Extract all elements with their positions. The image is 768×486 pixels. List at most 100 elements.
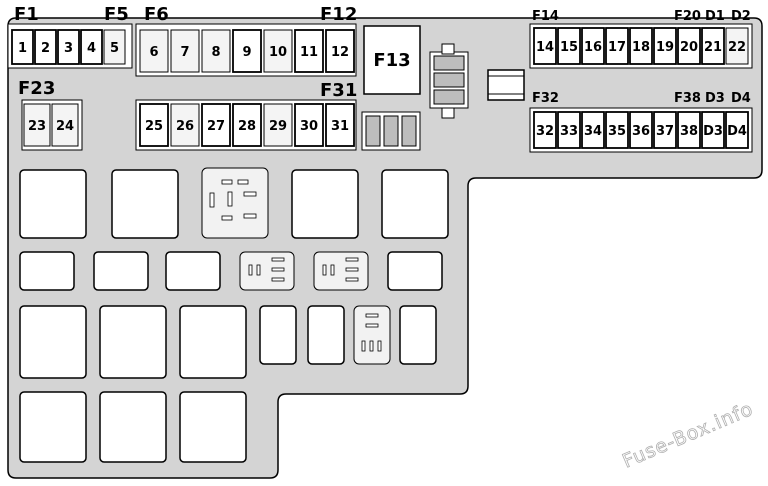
fuse-slot-body	[725, 27, 749, 65]
fuse-slot: 22	[725, 27, 749, 65]
socket-pin	[271, 257, 285, 262]
fuse-slot-body	[170, 103, 200, 147]
socket-pin	[243, 213, 257, 219]
fuse-slot: 27	[201, 103, 231, 147]
relay	[19, 169, 87, 239]
fuse-slot: 4	[80, 29, 103, 65]
fuse-slot-body	[677, 111, 701, 149]
socket-pin	[243, 191, 257, 197]
fuse-number: 12	[331, 45, 349, 60]
relay	[291, 169, 359, 239]
fuse-slot: 21	[701, 27, 725, 65]
fuse-slot: D3	[701, 111, 725, 149]
fuse-number: 21	[704, 40, 722, 55]
label-f32: F32	[532, 91, 559, 106]
fuse-slot-body	[533, 27, 557, 65]
relay	[99, 391, 167, 463]
fuse-number: 24	[56, 119, 74, 134]
fuse-number: 16	[584, 40, 602, 55]
fuse-slot: 15	[557, 27, 581, 65]
label-f1: F1	[14, 4, 39, 25]
label-f31: F31	[320, 80, 357, 101]
slim-relay	[307, 305, 345, 365]
socket-pin	[377, 340, 382, 352]
fuse-slot-body	[557, 111, 581, 149]
fuse-slot-body	[170, 29, 200, 73]
fuse-slot: D4	[725, 111, 749, 149]
fuse-slot: 7	[170, 29, 200, 73]
fuse-number: 25	[145, 119, 163, 134]
fuse-number: 28	[238, 119, 256, 134]
fuse-slot: 37	[653, 111, 677, 149]
fuse-slot: 5	[103, 29, 126, 65]
label-f20: F20	[674, 9, 701, 24]
fuse-slot-body	[34, 29, 57, 65]
fuse-slot-body	[629, 27, 653, 65]
fuse-slot: 35	[605, 111, 629, 149]
fuse-slot-body	[653, 111, 677, 149]
watermark: Fuse-Box.info	[619, 398, 756, 473]
fuse-number: 15	[560, 40, 578, 55]
fuse-slot: 32	[533, 111, 557, 149]
label-f23: F23	[18, 78, 55, 99]
relay-row-4	[19, 391, 247, 463]
socket-pin	[330, 264, 335, 276]
fuse-number: 31	[331, 119, 349, 134]
socket-pin	[365, 323, 379, 328]
fuse-number: 35	[608, 124, 626, 139]
fuse-number: 38	[680, 124, 698, 139]
fuse-slot-body	[725, 111, 749, 149]
connector-pin	[441, 43, 455, 55]
fuse-slot: 6	[139, 29, 169, 73]
mini-relay	[19, 251, 75, 291]
socket-pin	[237, 179, 249, 185]
fuse-slot-body	[325, 29, 355, 73]
fuse-slot: 3	[57, 29, 80, 65]
fuse-number: 32	[536, 124, 554, 139]
fuse-slot: 18	[629, 27, 653, 65]
fuse-slot: 23	[23, 103, 51, 147]
fuse-slot-body	[51, 103, 79, 147]
slim-relay	[259, 305, 297, 365]
fuse-slot-body	[629, 111, 653, 149]
fuse-number: 17	[608, 40, 626, 55]
fuse-slot: 11	[294, 29, 324, 73]
fuse-slot-body	[581, 111, 605, 149]
fuse-slot-body	[263, 103, 293, 147]
label-f38: F38	[674, 91, 701, 106]
fuse-slot: 26	[170, 103, 200, 147]
fuse-number: 3	[64, 41, 73, 56]
fuse-slot-body	[11, 29, 34, 65]
fuse-slot: 34	[581, 111, 605, 149]
fuse-slot-body	[232, 29, 262, 73]
fuse-slot: 17	[605, 27, 629, 65]
fuse-slot: 1	[11, 29, 34, 65]
relay	[179, 391, 247, 463]
relay-row-2	[19, 251, 443, 291]
label-d1: D1	[705, 9, 725, 24]
fuse-slot-body	[139, 103, 169, 147]
socket-pin	[227, 191, 233, 207]
fuse-slot: 36	[629, 111, 653, 149]
fuse-slot-body	[263, 29, 293, 73]
fuse-number: 37	[656, 124, 674, 139]
fuse-slot-body	[605, 111, 629, 149]
relay	[99, 305, 167, 379]
relay-row-1	[19, 169, 449, 239]
fuse-slot-body	[232, 103, 262, 147]
relay-socket	[313, 251, 369, 291]
connector-blade	[433, 89, 465, 105]
label-d3: D3	[705, 91, 725, 106]
label-f12: F12	[320, 4, 357, 25]
mini-relay	[387, 251, 443, 291]
connector-blade	[433, 72, 465, 88]
fuse-number: 34	[584, 124, 602, 139]
fuse-number: 29	[269, 119, 287, 134]
socket-pin	[271, 267, 285, 272]
socket-pin	[345, 277, 359, 282]
fuse-slot: 31	[325, 103, 355, 147]
socket-pin	[248, 264, 253, 276]
fuse-slot: 20	[677, 27, 701, 65]
fuse-slot: 38	[677, 111, 701, 149]
